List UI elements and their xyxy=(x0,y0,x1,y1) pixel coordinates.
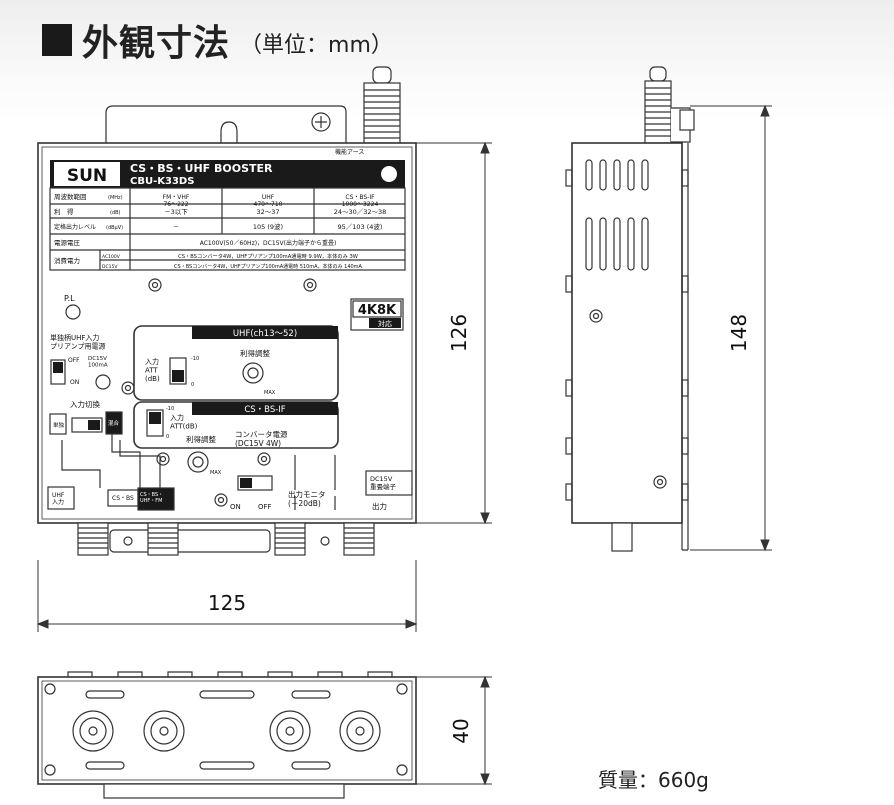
side-bottom-connector xyxy=(611,522,633,552)
bottom-port-4 xyxy=(339,710,381,752)
port-mix-box xyxy=(137,487,175,511)
uhf-gain-label: 利得調整 xyxy=(240,348,270,358)
model-code: CBU-K33DS xyxy=(130,176,194,187)
screw xyxy=(156,452,170,466)
bottom-port-2 xyxy=(143,710,185,752)
side-case xyxy=(571,142,683,524)
spec-row-label: 定格出力レベル xyxy=(54,223,96,231)
port-uhf-box xyxy=(47,486,75,510)
uhf-att-bottom: 0 xyxy=(191,382,194,388)
screw xyxy=(214,493,228,507)
page-title: 外観寸法 xyxy=(82,23,231,64)
title-row: 外観寸法 （単位：mm） xyxy=(42,14,393,66)
bottom-view xyxy=(37,671,417,799)
badge-main: 4K8K xyxy=(358,303,397,318)
spec-row-unit: (dB) xyxy=(110,210,121,216)
cs-att-top: -10 xyxy=(166,406,174,412)
model-title: CS・BS・UHF BOOSTER xyxy=(130,162,273,175)
front-view xyxy=(37,66,417,556)
brand-logo: SUN xyxy=(67,166,107,186)
cs-gain-knob-icon xyxy=(187,451,209,473)
pl-label: P.L xyxy=(64,294,75,303)
dim-126: 126 xyxy=(447,314,471,352)
spec-cell: CS・BSコンバータ4W，UHFプリアンプ100mA通電時 510mA，本体のみ… xyxy=(174,263,363,270)
screw xyxy=(303,278,317,292)
bottom-port-1 xyxy=(72,710,114,752)
ground-label: 機能アース xyxy=(335,148,364,156)
spec-cell: －3以下 xyxy=(164,208,188,216)
spec-cell: 105 (9波) xyxy=(253,222,283,231)
uhf-section-title: UHF(ch13～52) xyxy=(233,329,297,339)
vent-slots xyxy=(585,159,649,271)
title-square-icon xyxy=(42,24,72,56)
bottom-port-3 xyxy=(269,710,311,752)
dim-40: 40 xyxy=(449,718,473,743)
preamp-switch-off: OFF xyxy=(68,357,80,364)
top-connector-icon xyxy=(363,66,401,144)
spec-cell: － xyxy=(173,223,180,231)
pl-lamp-icon xyxy=(65,304,81,320)
cs-section-title: CS・BS-IF xyxy=(244,405,285,415)
sun-logo-box xyxy=(54,162,120,186)
port-mix-label: CS・BS・UHF・FM xyxy=(140,492,163,504)
bottom-connectors xyxy=(77,522,375,556)
keyhole-slot xyxy=(220,121,238,143)
spec-row-label: 周波数範囲 xyxy=(54,192,87,201)
cs-gain-label: 利得調整 xyxy=(186,434,216,444)
spec-cell: CS・BSコンバータ4W，UHFプリアンプ100mA通電時 9.9W，本体のみ … xyxy=(178,252,358,260)
spec-cell: 95／103 (4波) xyxy=(338,222,383,231)
preamp-jack-icon xyxy=(95,374,111,390)
uhf-att-top: -10 xyxy=(191,356,199,362)
bottom-case xyxy=(37,676,417,785)
screw xyxy=(257,452,271,466)
uhf-max-label: MAX xyxy=(264,390,276,396)
preamp-switch-on: ON xyxy=(70,379,79,386)
port-cs-label: CS・BS xyxy=(112,495,134,502)
output-label: 出力 xyxy=(372,501,387,511)
spec-row-unit: AC100V xyxy=(102,254,121,260)
spec-cell: 24～30／32～38 xyxy=(334,208,387,216)
spec-row-unit: DC15V xyxy=(102,264,118,270)
input-switch-right-tag xyxy=(105,411,123,435)
uhf-gain-knob-icon xyxy=(242,362,264,384)
converter-off: OFF xyxy=(258,503,272,511)
monitor-label: 出力モニタ(－20dB) xyxy=(288,489,326,508)
cs-max-label: MAX xyxy=(210,470,222,476)
side-view xyxy=(565,66,695,552)
dim-125: 125 xyxy=(208,591,246,615)
preamp-label: 単独柄UHF入力プリアンプ用電源 xyxy=(50,333,106,350)
weight-label: 質量：660g xyxy=(598,768,709,792)
spec-cell: 32～37 xyxy=(256,208,279,216)
g-logo-icon xyxy=(381,166,397,182)
dc15v-box xyxy=(365,470,413,496)
badge-sub: 対応 xyxy=(378,319,392,328)
screw xyxy=(148,278,162,292)
spec-cell: AC100V(50／60Hz)，DC15V(出力端子から重畳) xyxy=(200,239,337,247)
dim-148: 148 xyxy=(727,314,751,352)
converter-on: ON xyxy=(230,503,241,511)
dimension-lines xyxy=(36,104,772,786)
input-right-label: 混合 xyxy=(108,419,120,427)
spec-row-label: 消費電力 xyxy=(54,256,80,265)
side-top-connector xyxy=(649,66,667,82)
spec-row-unit: (MHz) xyxy=(108,195,123,201)
spec-row-label: 電源電圧 xyxy=(54,238,81,247)
input-left-label: 単独 xyxy=(53,421,65,429)
spec-row-label: 利 得 xyxy=(54,207,74,216)
cs-att-bottom: 0 xyxy=(166,434,169,440)
input-switch-label: 入力切換 xyxy=(70,399,100,409)
input-switch-left-tag xyxy=(49,413,67,435)
converter-label: コンバータ電源(DC15V 4W) xyxy=(235,430,288,448)
unit-label: （単位：mm） xyxy=(240,33,393,58)
spec-row-unit: (dBμV) xyxy=(106,225,123,231)
